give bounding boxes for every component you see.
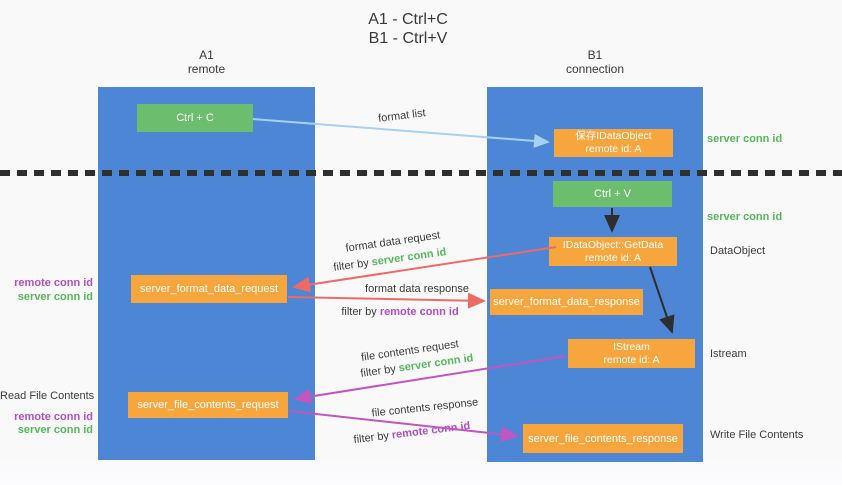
lane-b1-subtitle: connection [565, 62, 625, 76]
istream-line1: IStream [613, 340, 650, 353]
annotation-server-conn-id-4: server conn id [17, 424, 93, 436]
filter-by-text: filter by [341, 306, 377, 318]
title-line-2: B1 - Ctrl+V [368, 30, 448, 47]
lane-header-a1: A1 remote [98, 48, 315, 76]
filter-by-text: filter by [352, 429, 390, 447]
remote-conn-id-text: remote conn id [391, 419, 471, 442]
annotation-dataobject: DataObject [710, 245, 766, 257]
node-server-file-contents-request: server_file_contents_request [128, 392, 288, 418]
annotation-write-file-contents: Write File Contents [710, 429, 804, 441]
istream-line2: remote id: A [603, 353, 660, 366]
lane-a1-subtitle: remote [187, 62, 226, 76]
diagram-title: A1 - Ctrl+C B1 - Ctrl+V [0, 10, 816, 48]
annotation-server-conn-id-2: server conn id [707, 211, 783, 223]
label-format-data-response: format data response [365, 283, 469, 295]
annotation-server-conn-id-3: server conn id [17, 291, 93, 303]
server-format-data-request-label: server_format_data_request [139, 283, 279, 295]
node-server-format-data-request: server_format_data_request [131, 275, 287, 303]
ctrl-v-label: Ctrl + V [594, 188, 631, 200]
annotation-server-conn-id-1: server conn id [707, 133, 783, 145]
lane-a1-name: A1 [199, 48, 214, 62]
filter-by-text: filter by [332, 257, 370, 274]
copy-paste-separator-line [0, 170, 842, 176]
save-idataobject-line1: 保存IDataObject [575, 130, 652, 142]
getdata-line2: remote id: A [584, 251, 642, 264]
lane-b1-name: B1 [587, 48, 603, 62]
node-idataobject-getdata: IDataObject::GetData remote id: A [549, 237, 677, 266]
save-idataobject-line2: remote id: A [585, 143, 642, 155]
filter-by-text: filter by [359, 363, 397, 380]
node-server-file-contents-response: server_file_contents_response [523, 424, 683, 453]
server-file-contents-request-label: server_file_contents_request [137, 399, 279, 411]
label-file-contents-response: file contents response [371, 396, 479, 420]
label-filter-by-remote-conn-id-2: filter by remote conn id [350, 419, 475, 447]
label-filter-by-remote-conn-id-1: filter by remote conn id [338, 306, 462, 319]
node-istream: IStream remote id: A [568, 339, 695, 368]
annotation-remote-conn-id-2: remote conn id [14, 411, 93, 423]
title-line-1: A1 - Ctrl+C [368, 11, 448, 28]
remote-conn-id-text: remote conn id [379, 306, 459, 318]
server-file-contents-response-label: server_file_contents_response [528, 432, 678, 445]
annotation-istream: Istream [710, 348, 747, 360]
node-server-format-data-response: server_format_data_response [490, 289, 643, 315]
node-ctrl-c: Ctrl + C [137, 104, 253, 132]
node-ctrl-v: Ctrl + V [553, 181, 672, 207]
lane-header-b1: B1 connection [487, 48, 703, 76]
server-format-data-response-label: server_format_data_response [493, 296, 640, 308]
annotation-read-file-contents: Read File Contents [0, 390, 95, 402]
getdata-line1: IDataObject::GetData [562, 238, 664, 251]
format-data-response-arrow [287, 292, 486, 309]
label-format-list: format list [377, 107, 427, 125]
node-save-idataobject: 保存IDataObject remote id: A [554, 129, 673, 157]
annotation-remote-conn-id-1: remote conn id [14, 277, 93, 289]
ctrl-c-label: Ctrl + C [176, 112, 214, 124]
